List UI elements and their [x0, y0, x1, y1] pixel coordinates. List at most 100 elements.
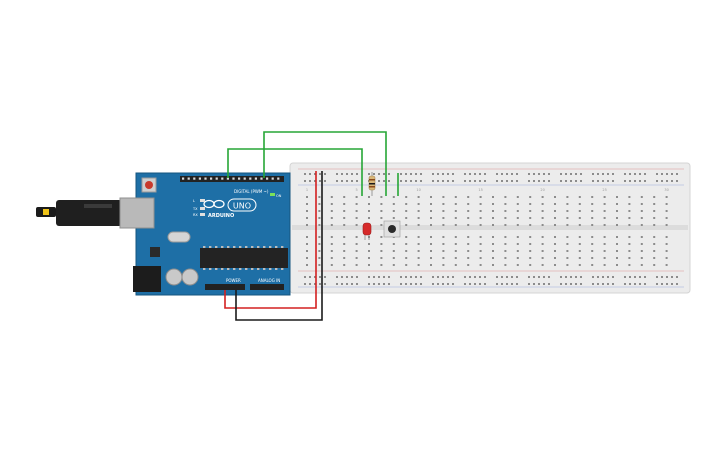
breadboard-hole[interactable] [324, 283, 326, 285]
breadboard-hole[interactable] [330, 257, 333, 259]
breadboard-hole[interactable] [533, 180, 535, 182]
breadboard-hole[interactable] [346, 276, 348, 278]
header-pin[interactable] [210, 177, 213, 180]
header-pin[interactable] [221, 177, 224, 180]
breadboard-hole[interactable] [474, 173, 476, 175]
header-pin[interactable] [243, 177, 246, 180]
breadboard-hole[interactable] [380, 250, 383, 252]
breadboard-hole[interactable] [484, 276, 486, 278]
breadboard-hole[interactable] [373, 173, 375, 175]
breadboard-hole[interactable] [447, 173, 449, 175]
breadboard-hole[interactable] [378, 180, 380, 182]
breadboard-hole[interactable] [603, 203, 606, 205]
breadboard-hole[interactable] [529, 217, 532, 219]
breadboard-hole[interactable] [417, 224, 420, 226]
breadboard-hole[interactable] [430, 196, 432, 198]
breadboard-hole[interactable] [603, 243, 606, 245]
breadboard-hole[interactable] [442, 257, 445, 259]
breadboard-hole[interactable] [639, 173, 641, 175]
breadboard-hole[interactable] [383, 283, 385, 285]
breadboard-hole[interactable] [554, 224, 556, 226]
breadboard-hole[interactable] [474, 180, 476, 182]
breadboard-hole[interactable] [442, 203, 445, 205]
breadboard-hole[interactable] [356, 276, 358, 278]
breadboard-hole[interactable] [566, 236, 569, 238]
breadboard-hole[interactable] [405, 210, 408, 212]
breadboard-hole[interactable] [665, 224, 668, 226]
breadboard-hole[interactable] [420, 276, 422, 278]
breadboard-hole[interactable] [309, 283, 311, 285]
breadboard-hole[interactable] [430, 203, 432, 205]
breadboard-hole[interactable] [671, 283, 673, 285]
breadboard-hole[interactable] [612, 173, 614, 175]
breadboard-hole[interactable] [380, 196, 383, 198]
breadboard-hole[interactable] [479, 217, 482, 219]
breadboard-hole[interactable] [437, 180, 439, 182]
breadboard-hole[interactable] [603, 250, 606, 252]
breadboard-hole[interactable] [467, 257, 470, 259]
breadboard-hole[interactable] [578, 196, 581, 198]
breadboard-hole[interactable] [506, 283, 508, 285]
breadboard-hole[interactable] [548, 276, 550, 278]
breadboard-hole[interactable] [665, 264, 668, 266]
breadboard-hole[interactable] [629, 180, 631, 182]
breadboard-hole[interactable] [616, 250, 618, 252]
breadboard-hole[interactable] [405, 217, 408, 219]
breadboard-hole[interactable] [355, 224, 358, 226]
breadboard-hole[interactable] [529, 257, 532, 259]
breadboard-hole[interactable] [676, 276, 678, 278]
breadboard-hole[interactable] [380, 217, 383, 219]
breadboard-hole[interactable] [346, 180, 348, 182]
breadboard-hole[interactable] [616, 210, 618, 212]
breadboard-hole[interactable] [479, 224, 482, 226]
breadboard-hole[interactable] [373, 276, 375, 278]
breadboard-hole[interactable] [644, 180, 646, 182]
breadboard-hole[interactable] [511, 180, 513, 182]
breadboard-hole[interactable] [653, 196, 656, 198]
breadboard-hole[interactable] [454, 257, 457, 259]
breadboard-hole[interactable] [479, 203, 482, 205]
breadboard-hole[interactable] [516, 283, 518, 285]
breadboard-hole[interactable] [528, 283, 530, 285]
breadboard-hole[interactable] [640, 264, 643, 266]
breadboard-hole[interactable] [383, 173, 385, 175]
breadboard-hole[interactable] [666, 173, 668, 175]
breadboard-hole[interactable] [430, 236, 432, 238]
breadboard-hole[interactable] [437, 276, 439, 278]
breadboard-hole[interactable] [639, 276, 641, 278]
breadboard-hole[interactable] [616, 196, 618, 198]
breadboard-hole[interactable] [676, 283, 678, 285]
breadboard-hole[interactable] [541, 217, 544, 219]
header-pin[interactable] [260, 177, 263, 180]
breadboard-hole[interactable] [528, 180, 530, 182]
breadboard-hole[interactable] [496, 180, 498, 182]
breadboard-hole[interactable] [516, 196, 519, 198]
breadboard-hole[interactable] [442, 180, 444, 182]
breadboard-hole[interactable] [318, 257, 321, 259]
breadboard-hole[interactable] [640, 210, 643, 212]
breadboard-hole[interactable] [592, 180, 594, 182]
breadboard-hole[interactable] [341, 283, 343, 285]
breadboard-hole[interactable] [529, 250, 532, 252]
breadboard-hole[interactable] [380, 264, 383, 266]
breadboard-hole[interactable] [671, 180, 673, 182]
arduino-uno-board[interactable]: UNO ARDUINO DIGITAL (PWM ~) POWER ANALOG… [36, 172, 291, 296]
breadboard-hole[interactable] [442, 217, 445, 219]
breadboard-hole[interactable] [640, 250, 643, 252]
breadboard-hole[interactable] [469, 283, 471, 285]
breadboard-hole[interactable] [304, 180, 306, 182]
breadboard-hole[interactable] [665, 217, 668, 219]
breadboard-hole[interactable] [543, 173, 545, 175]
breadboard-hole[interactable] [454, 217, 457, 219]
breadboard-hole[interactable] [405, 250, 408, 252]
breadboard-hole[interactable] [479, 236, 482, 238]
breadboard-hole[interactable] [330, 210, 333, 212]
breadboard-hole[interactable] [578, 210, 581, 212]
breadboard-hole[interactable] [501, 173, 503, 175]
breadboard-hole[interactable] [467, 217, 470, 219]
breadboard-hole[interactable] [566, 243, 569, 245]
breadboard-hole[interactable] [430, 224, 432, 226]
breadboard-hole[interactable] [676, 173, 678, 175]
breadboard-hole[interactable] [380, 236, 383, 238]
breadboard-hole[interactable] [410, 180, 412, 182]
